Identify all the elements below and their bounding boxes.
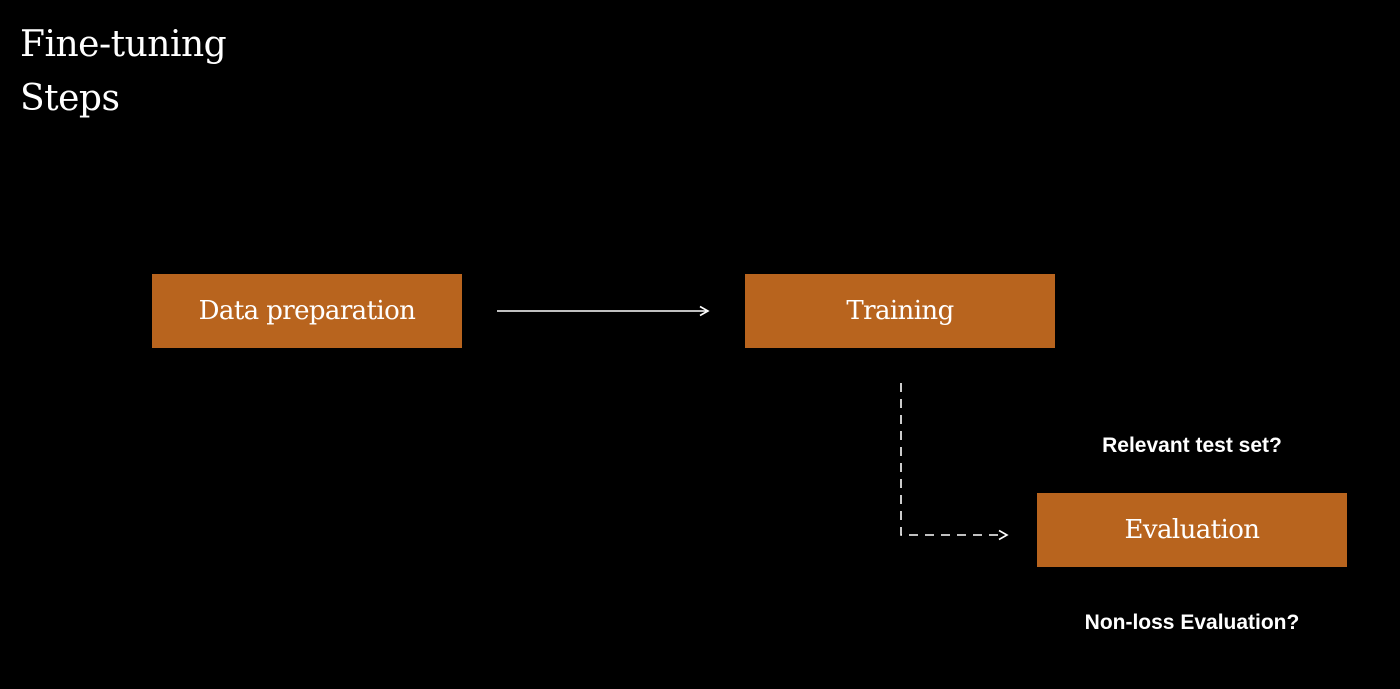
question-test-set: Relevant test set? [1102,434,1282,457]
question-non-loss-evaluation: Non-loss Evaluation? [1084,611,1300,634]
step-training: Training [745,274,1055,348]
title-line-2: Steps [20,78,120,119]
step-evaluation-label: Evaluation [1124,515,1261,545]
arrow-data-to-training [497,305,710,317]
step-evaluation: Evaluation [1037,493,1347,567]
step-data-preparation: Data preparation [152,274,462,348]
page-title: Fine-tuning Steps [20,18,227,126]
step-data-preparation-label: Data preparation [198,296,416,326]
arrow-training-to-evaluation [900,383,1009,541]
title-line-1: Fine-tuning [20,24,227,65]
step-training-label: Training [846,296,954,326]
